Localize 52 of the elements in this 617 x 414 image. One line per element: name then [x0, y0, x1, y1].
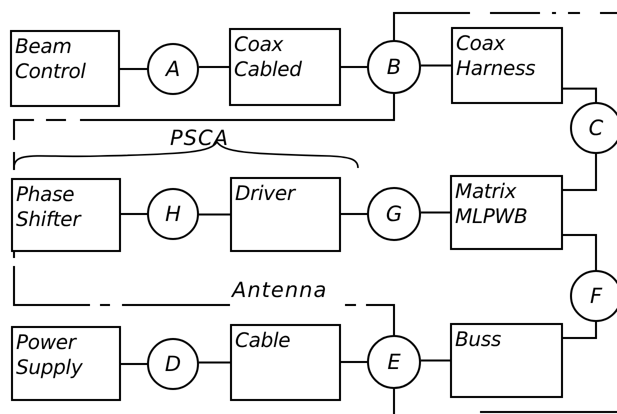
connector-letter: F [590, 286, 602, 306]
connector-circle [570, 270, 617, 322]
component-label: Matrix MLPWB [455, 179, 528, 229]
connector-line [421, 360, 450, 362]
connector-circle [367, 40, 421, 94]
component-label: Coax Cabled [234, 32, 303, 82]
component-box [10, 30, 120, 107]
connector-letter: A [166, 58, 180, 80]
component-box [11, 326, 121, 401]
component-label: Phase Shifter [16, 182, 83, 232]
connector-line [341, 213, 367, 215]
component-box [450, 175, 563, 250]
component-label: Cable [235, 328, 292, 353]
component-label: Driver [235, 181, 298, 206]
component-box [451, 27, 563, 104]
connector-circle [367, 187, 421, 241]
group-label: PSCA [170, 128, 230, 149]
connector-circle [147, 43, 199, 95]
connector-line [120, 68, 147, 70]
connector-line [563, 154, 597, 191]
component-label: Coax Harness [456, 31, 536, 81]
component-label: Buss [455, 327, 502, 352]
group-label: Antenna [232, 280, 328, 301]
connector-letter: E [387, 352, 401, 372]
component-label: Beam Control [15, 34, 87, 84]
connector-circle [147, 338, 199, 390]
component-box [450, 323, 563, 398]
connector-line [563, 234, 597, 270]
connector-line [563, 322, 597, 339]
connector-line [421, 64, 451, 66]
connector-circle [147, 188, 199, 240]
connector-letter: C [588, 118, 604, 138]
connector-line [341, 66, 367, 68]
connector-letter: D [164, 354, 182, 374]
connector-circle [570, 102, 617, 154]
connector-letter: H [165, 204, 181, 224]
connector-line [121, 213, 147, 215]
connector-line [421, 212, 450, 214]
connector-letter: G [386, 204, 402, 224]
component-box [11, 178, 121, 252]
connector-line [199, 362, 230, 364]
connector-line [341, 361, 367, 363]
component-box [230, 177, 341, 252]
connector-letter: B [386, 56, 402, 78]
connector-line [199, 66, 229, 68]
component-box [229, 28, 341, 106]
connector-line [199, 214, 230, 216]
connector-line [121, 363, 147, 365]
component-box [230, 324, 341, 401]
component-label: Power Supply [16, 330, 84, 380]
connector-line [563, 88, 597, 102]
connector-circle [367, 335, 421, 389]
